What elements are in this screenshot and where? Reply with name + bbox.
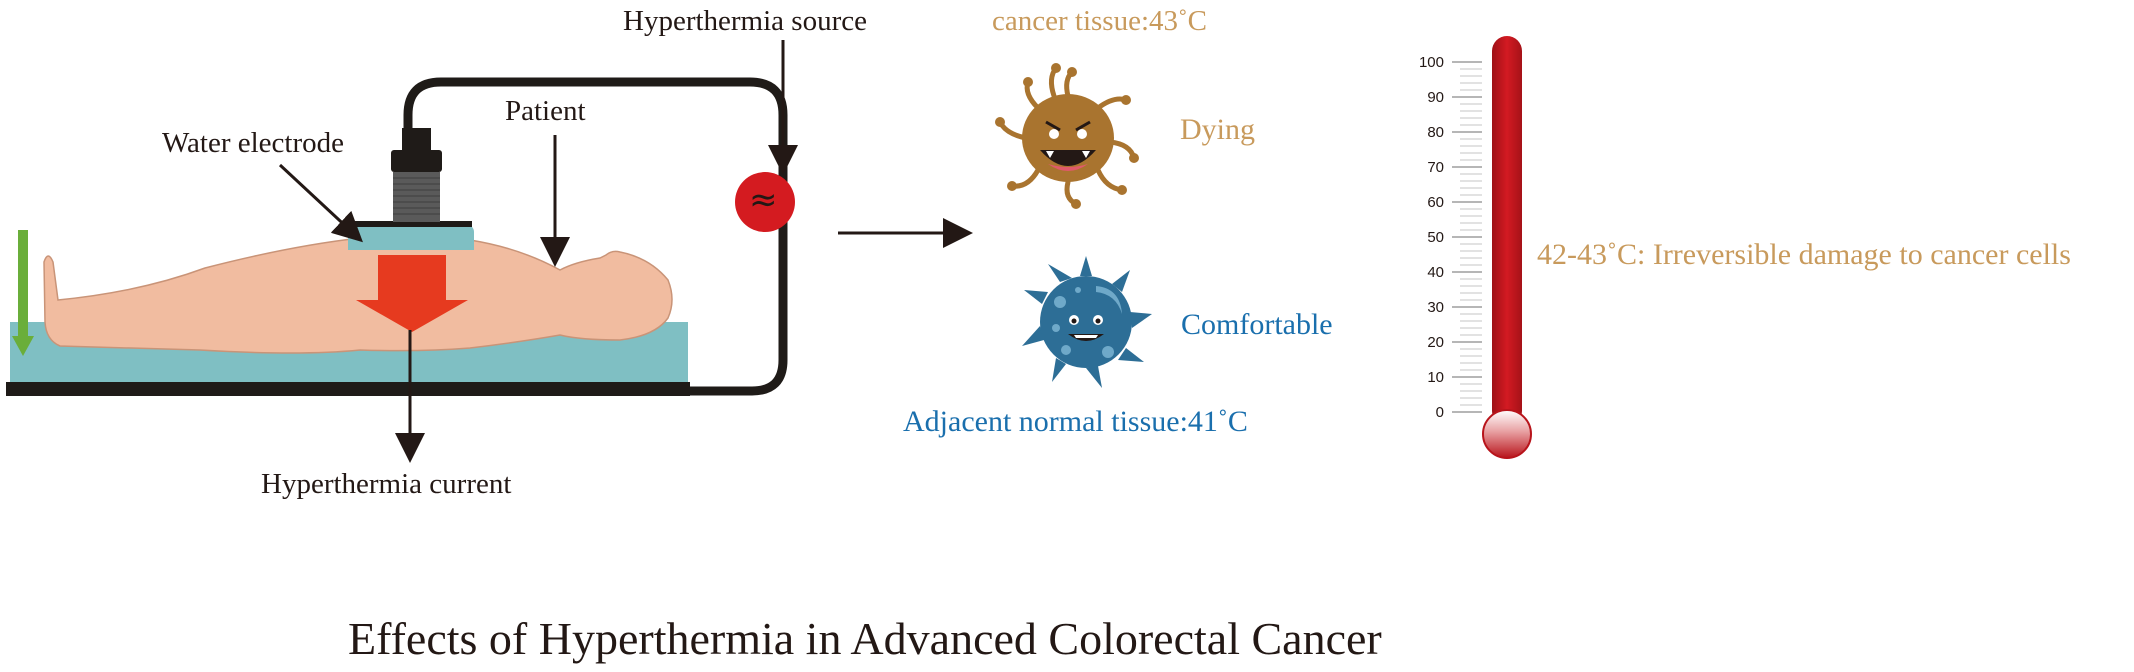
thermometer-tube	[1492, 36, 1522, 426]
hyperthermia-current-label: Hyperthermia current	[261, 468, 512, 500]
hyperthermia-source-label: Hyperthermia source	[623, 5, 867, 37]
electrode-neck	[402, 128, 431, 150]
scale-label: 50	[1427, 229, 1444, 246]
adjacent-normal-label: Adjacent normal tissue:41˚C	[903, 405, 1248, 438]
normal-cell-icon	[1022, 256, 1152, 388]
scale-label: 70	[1427, 159, 1444, 176]
water-electrode-pad	[348, 222, 474, 250]
electrode-cable	[403, 77, 788, 396]
scale-label: 0	[1436, 404, 1444, 421]
water-electrode-label: Water electrode	[162, 127, 345, 159]
thermometer-bulb	[1482, 409, 1532, 459]
electrode-pointer-arrow	[278, 163, 363, 243]
damage-note-label: 42-43˚C: Irreversible damage to cancer c…	[1537, 238, 2071, 271]
hyperthermia-current-arrow	[356, 255, 468, 332]
electrode-grip-lines	[393, 177, 440, 215]
scale-label: 90	[1427, 89, 1444, 106]
hyperthermia-source	[735, 172, 795, 232]
patient-label: Patient	[505, 95, 586, 127]
scale-label: 40	[1427, 264, 1444, 281]
figure-title: Effects of Hyperthermia in Advanced Colo…	[348, 613, 1382, 664]
cancer-tissue-label: cancer tissue:43˚C	[992, 5, 1208, 37]
comfortable-label: Comfortable	[1181, 308, 1333, 341]
green-down-arrow	[12, 230, 34, 356]
dying-label: Dying	[1180, 113, 1255, 146]
scale-label: 20	[1427, 334, 1444, 351]
scale-label: 30	[1427, 299, 1444, 316]
electrode-cap	[391, 150, 442, 172]
electrode-base-plate	[350, 221, 472, 227]
treatment-table	[6, 382, 690, 396]
scale-label: 10	[1427, 369, 1444, 386]
cancer-cell-icon	[995, 63, 1139, 209]
source-symbol: ≈	[749, 180, 778, 220]
patient-body	[43, 237, 673, 354]
scale-label: 60	[1427, 194, 1444, 211]
scale-label: 100	[1419, 54, 1444, 71]
scale-label: 80	[1427, 124, 1444, 141]
